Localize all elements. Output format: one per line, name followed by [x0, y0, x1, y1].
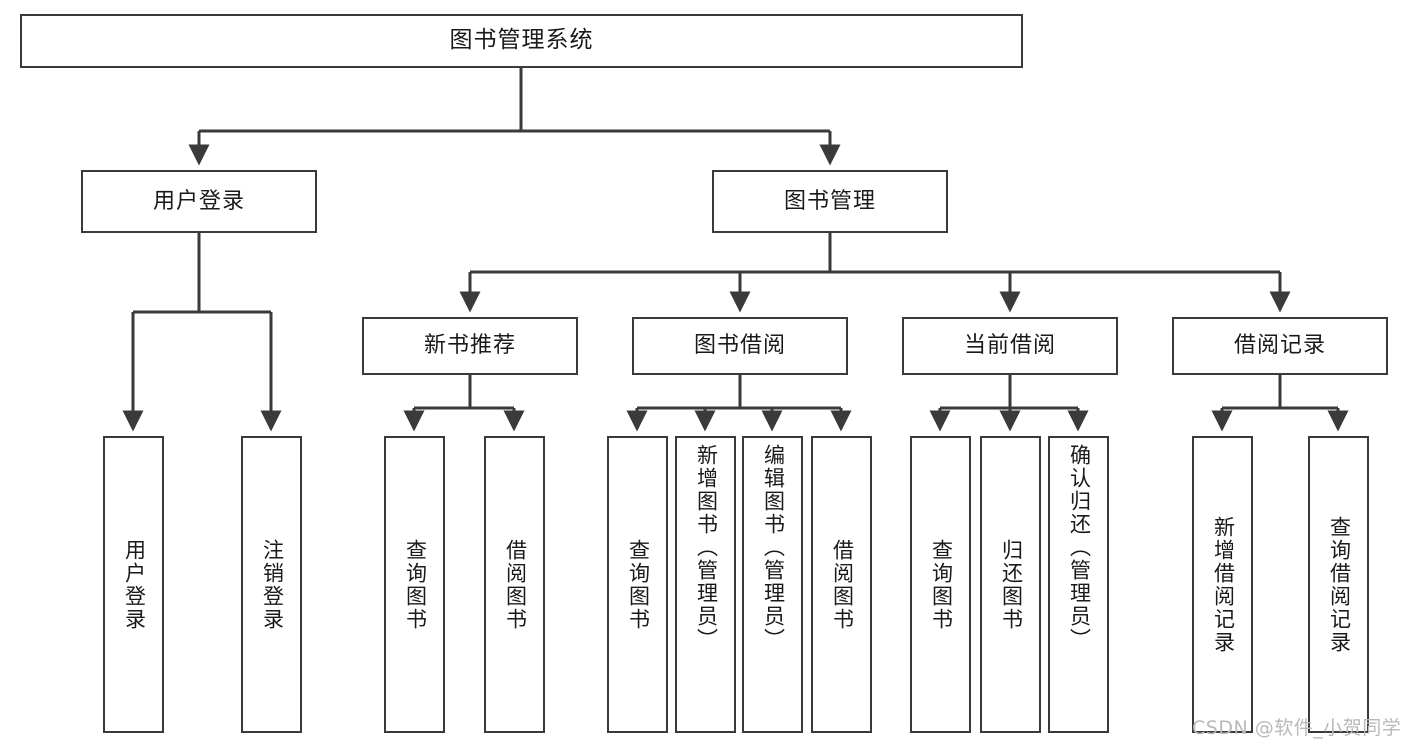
node-leaf-confirm-return-label: 确认归还（管理员） — [1067, 444, 1092, 651]
node-book-manage[interactable]: 图书管理 — [712, 170, 948, 233]
node-user-login-label: 用户登录 — [152, 188, 245, 214]
node-leaf-add-book-label: 新增图书（管理员） — [694, 444, 719, 651]
node-leaf-query-book-1-label: 查询图书 — [403, 538, 428, 631]
node-leaf-query-book-2[interactable]: 查询图书 — [607, 436, 668, 733]
node-leaf-logout-login-label: 注销登录 — [260, 538, 285, 631]
node-leaf-return-book[interactable]: 归还图书 — [980, 436, 1041, 733]
node-current-borrow[interactable]: 当前借阅 — [902, 317, 1118, 375]
node-leaf-borrow-book-1[interactable]: 借阅图书 — [484, 436, 545, 733]
node-book-borrow[interactable]: 图书借阅 — [632, 317, 848, 375]
node-leaf-borrow-book-1-label: 借阅图书 — [503, 538, 528, 631]
node-root-label: 图书管理系统 — [449, 27, 594, 54]
node-leaf-edit-book[interactable]: 编辑图书（管理员） — [742, 436, 803, 733]
node-leaf-user-login[interactable]: 用户登录 — [103, 436, 164, 733]
node-leaf-user-login-label: 用户登录 — [122, 538, 147, 631]
node-user-login[interactable]: 用户登录 — [81, 170, 317, 233]
node-root[interactable]: 图书管理系统 — [20, 14, 1023, 68]
node-leaf-borrow-book-2-label: 借阅图书 — [830, 538, 855, 631]
node-leaf-query-book-3[interactable]: 查询图书 — [910, 436, 971, 733]
node-borrow-record[interactable]: 借阅记录 — [1172, 317, 1388, 375]
node-book-borrow-label: 图书借阅 — [693, 333, 786, 359]
node-leaf-query-book-3-label: 查询图书 — [929, 538, 954, 631]
node-leaf-logout-login[interactable]: 注销登录 — [241, 436, 302, 733]
node-leaf-query-record-label: 查询借阅记录 — [1327, 515, 1352, 654]
node-leaf-add-record-label: 新增借阅记录 — [1211, 515, 1236, 654]
node-new-book-recommend-label: 新书推荐 — [423, 333, 516, 359]
node-leaf-query-book-1[interactable]: 查询图书 — [384, 436, 445, 733]
node-leaf-edit-book-label: 编辑图书（管理员） — [761, 444, 786, 651]
node-book-manage-label: 图书管理 — [783, 188, 876, 214]
node-leaf-query-book-2-label: 查询图书 — [626, 538, 651, 631]
node-new-book-recommend[interactable]: 新书推荐 — [362, 317, 578, 375]
node-leaf-add-record[interactable]: 新增借阅记录 — [1192, 436, 1253, 733]
node-leaf-confirm-return[interactable]: 确认归还（管理员） — [1048, 436, 1109, 733]
node-current-borrow-label: 当前借阅 — [963, 333, 1056, 359]
node-leaf-add-book[interactable]: 新增图书（管理员） — [675, 436, 736, 733]
node-leaf-query-record[interactable]: 查询借阅记录 — [1308, 436, 1369, 733]
node-leaf-return-book-label: 归还图书 — [999, 538, 1024, 631]
node-borrow-record-label: 借阅记录 — [1233, 333, 1326, 359]
csdn-watermark: CSDN @软件_小贺同学 — [1192, 717, 1402, 739]
node-leaf-borrow-book-2[interactable]: 借阅图书 — [811, 436, 872, 733]
